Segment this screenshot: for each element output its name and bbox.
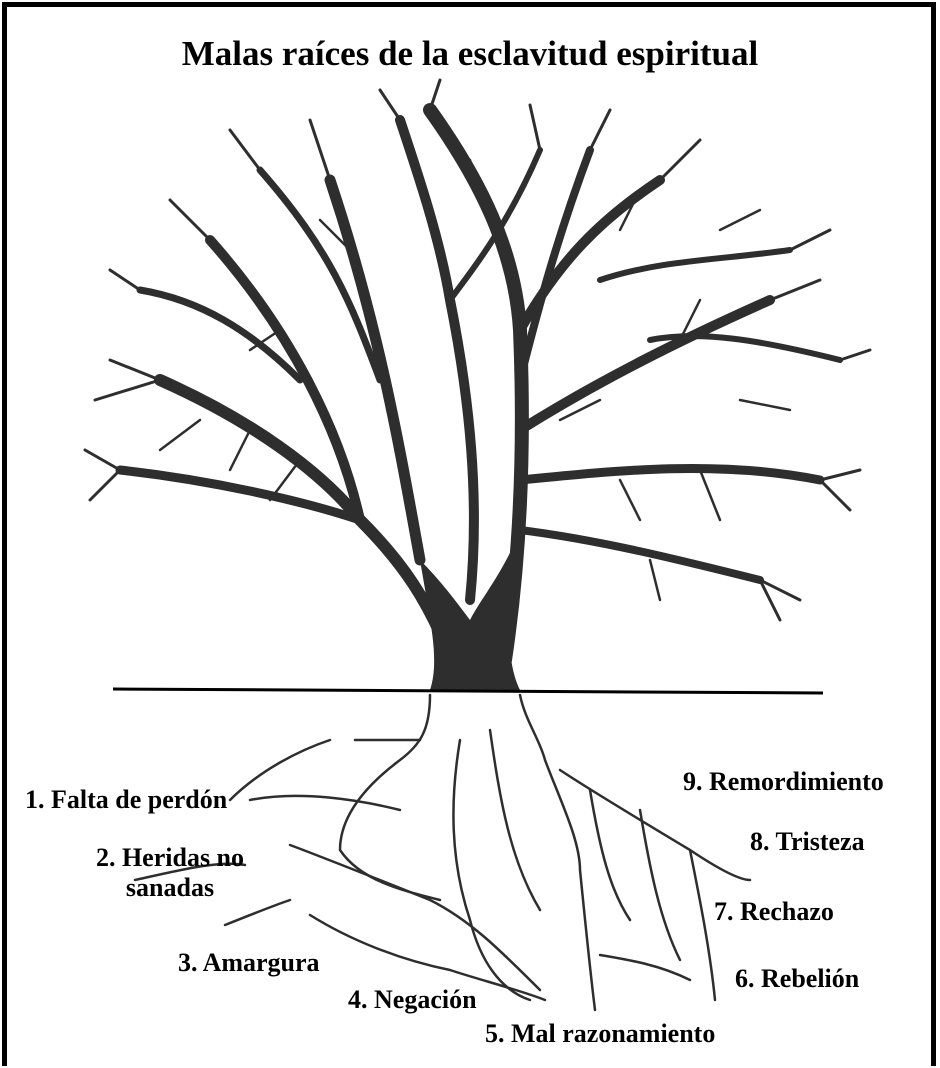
root-label-6: 6. Rebelión bbox=[735, 964, 859, 994]
ground-line bbox=[113, 689, 823, 693]
root-label-9: 9. Remordimiento bbox=[683, 767, 884, 797]
root-label-4: 4. Negación bbox=[348, 985, 477, 1015]
root-label-7: 7. Rechazo bbox=[714, 897, 834, 927]
root-label-5: 5. Mal razonamiento bbox=[485, 1019, 715, 1049]
root-label-2-line1: 2. Heridas no bbox=[55, 843, 285, 873]
root-label-2: 2. Heridas no sanadas bbox=[55, 843, 285, 903]
root-label-8: 8. Tristeza bbox=[750, 827, 865, 857]
root-label-2-line2: sanadas bbox=[55, 873, 285, 903]
tree-crown bbox=[85, 80, 870, 670]
root-label-3: 3. Amargura bbox=[178, 948, 320, 978]
root-label-1: 1. Falta de perdón bbox=[25, 785, 227, 815]
